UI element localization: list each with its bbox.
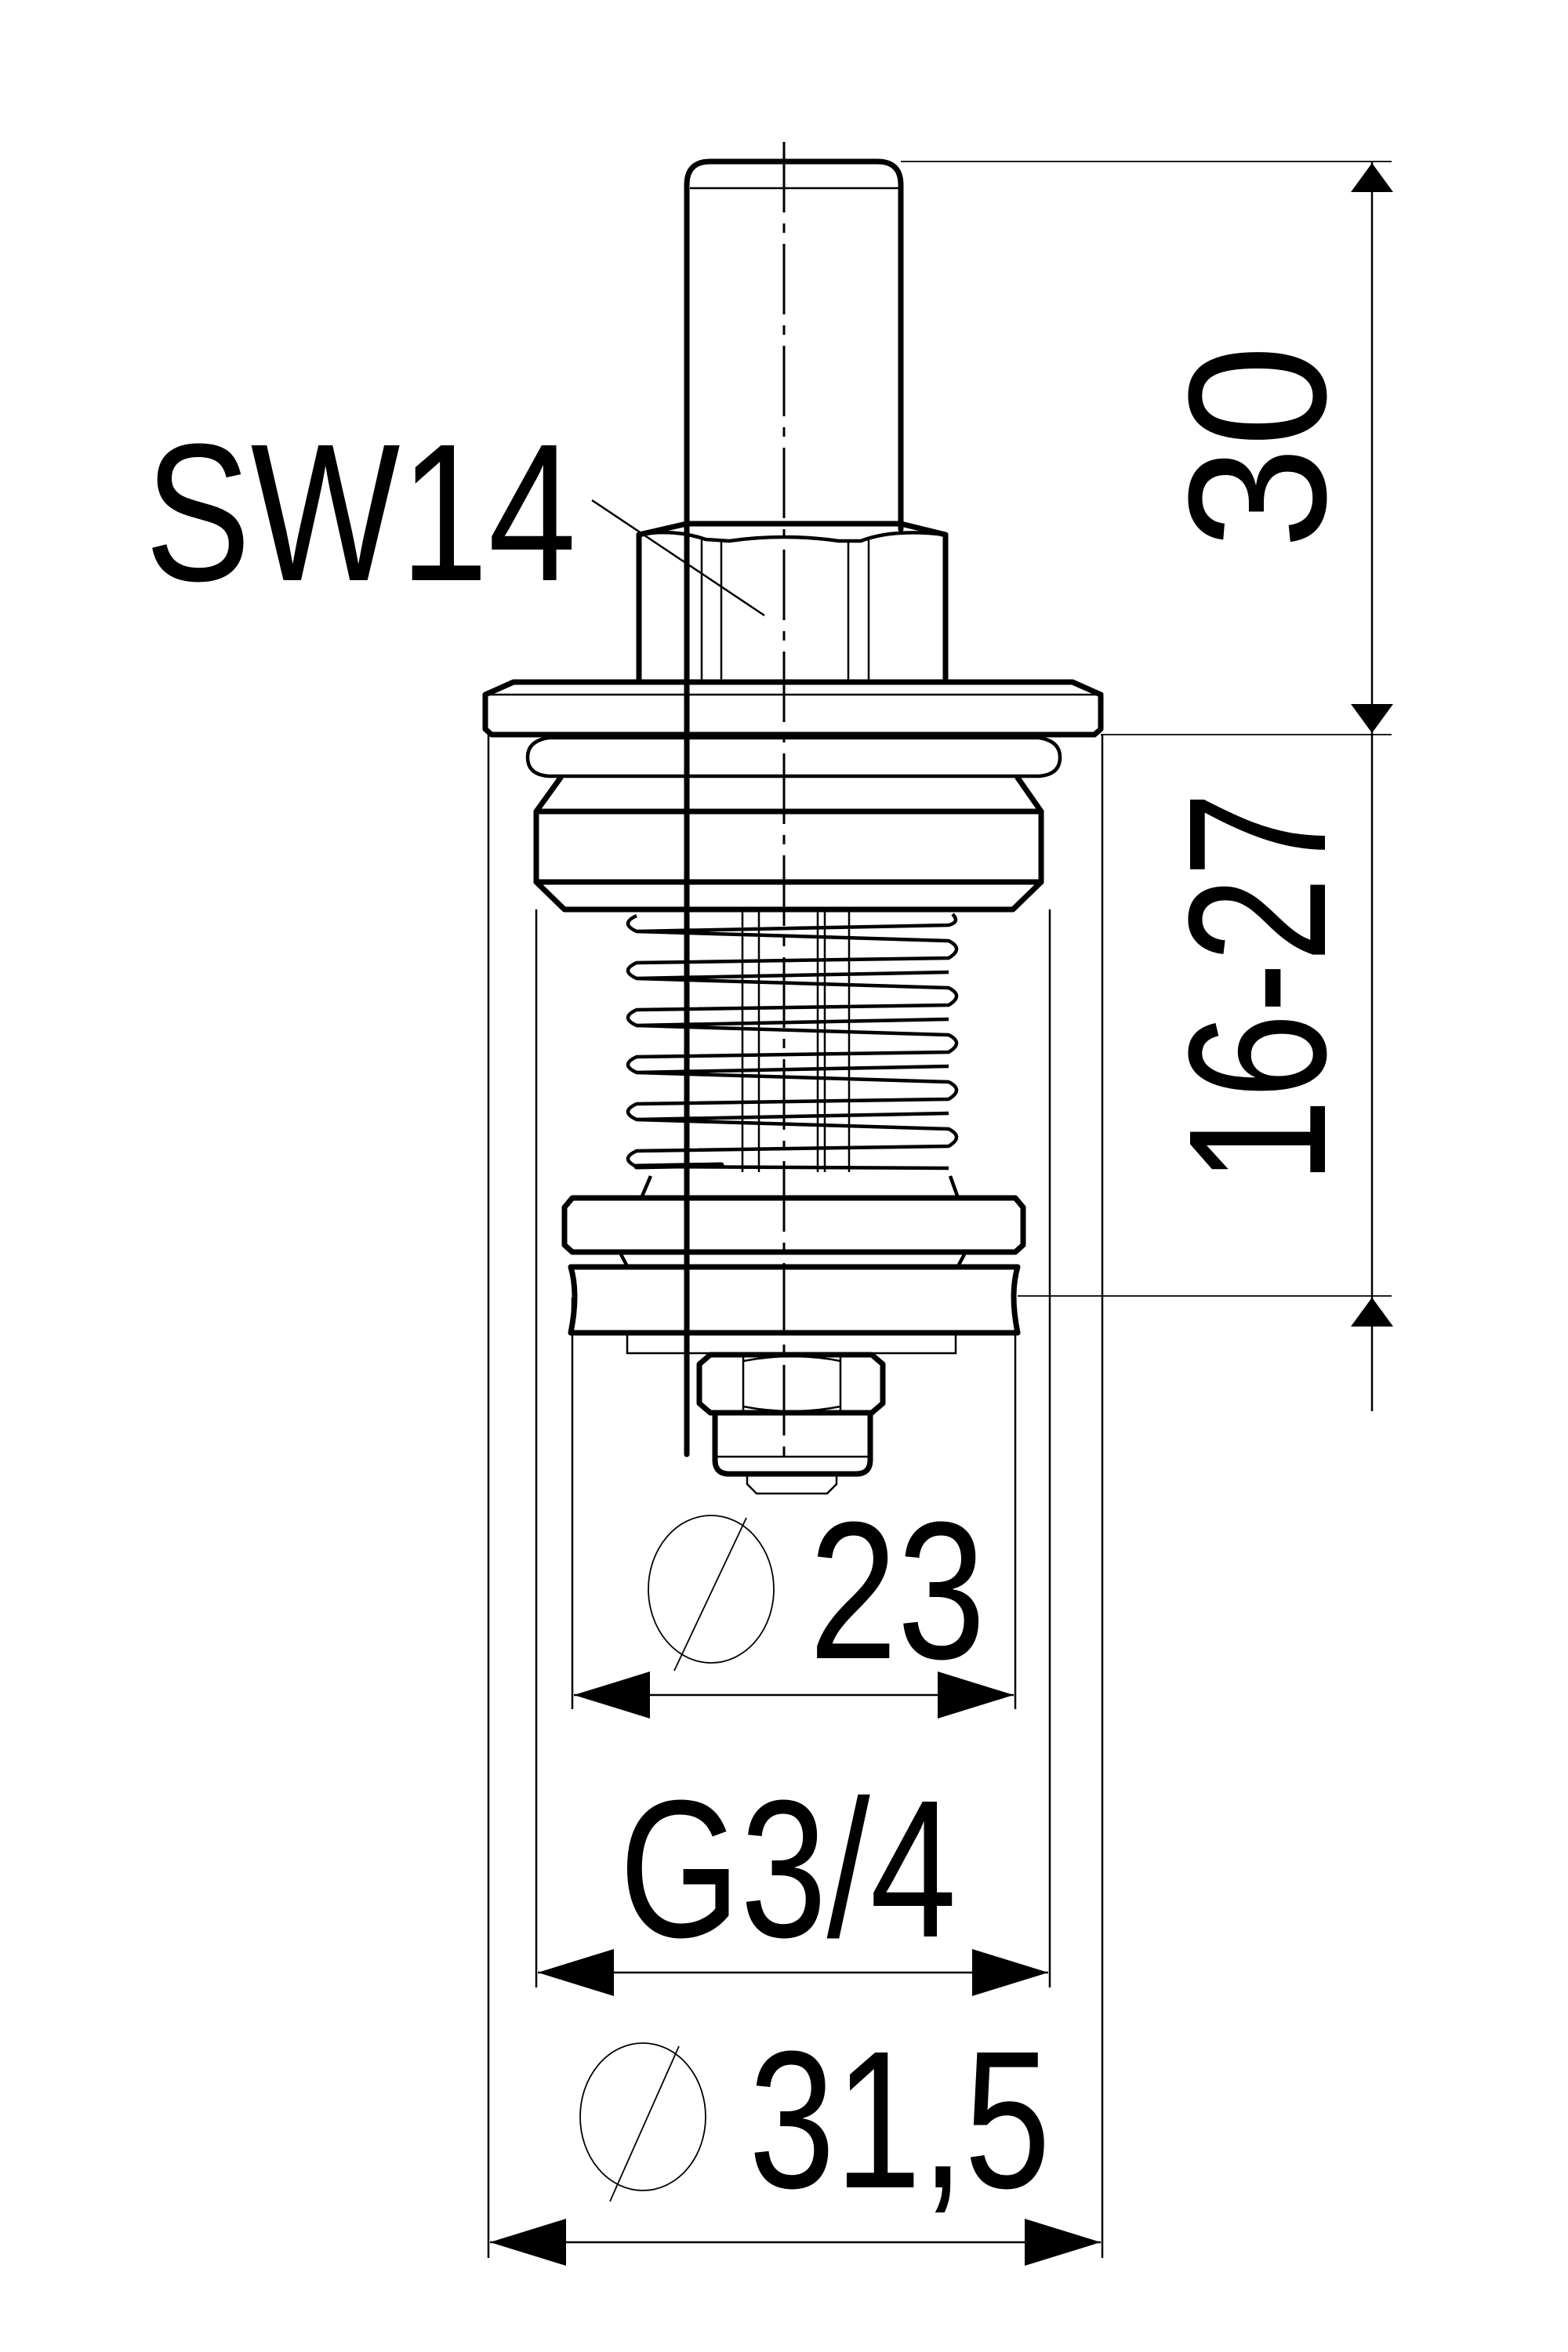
o-ring xyxy=(525,735,1062,779)
flange xyxy=(482,679,1104,738)
lower-plate xyxy=(561,1195,1026,1255)
vertical-dimensions xyxy=(901,161,1393,1411)
seal-disc xyxy=(568,1264,1021,1336)
spring-seat xyxy=(639,1175,960,1199)
outer-diameter-label: 31,5 xyxy=(749,2010,1051,2229)
wrench-size-label: SW14 xyxy=(145,403,576,622)
hex-nut xyxy=(636,521,949,684)
stem xyxy=(684,158,904,1457)
dim-thread xyxy=(538,1949,1048,1996)
dim-outer-diameter xyxy=(490,2219,1101,2266)
spring xyxy=(626,913,959,1171)
spring-guide xyxy=(741,909,851,1172)
inner-diameter-label: 23 xyxy=(809,1481,985,1700)
diameter-symbol-icon xyxy=(648,1515,775,1671)
sw14-leader-line xyxy=(591,499,765,617)
dim-inner-diameter xyxy=(574,1671,1014,1719)
stem-height-label: 30 xyxy=(1148,345,1367,549)
bottom-nut xyxy=(696,1352,886,1495)
inner-plate xyxy=(626,1331,957,1355)
thread-label: G3/4 xyxy=(619,1759,956,1978)
stroke-range-label: 16-27 xyxy=(1148,792,1367,1184)
upper-body xyxy=(533,775,1044,913)
diameter-symbol-icon xyxy=(579,2042,706,2202)
